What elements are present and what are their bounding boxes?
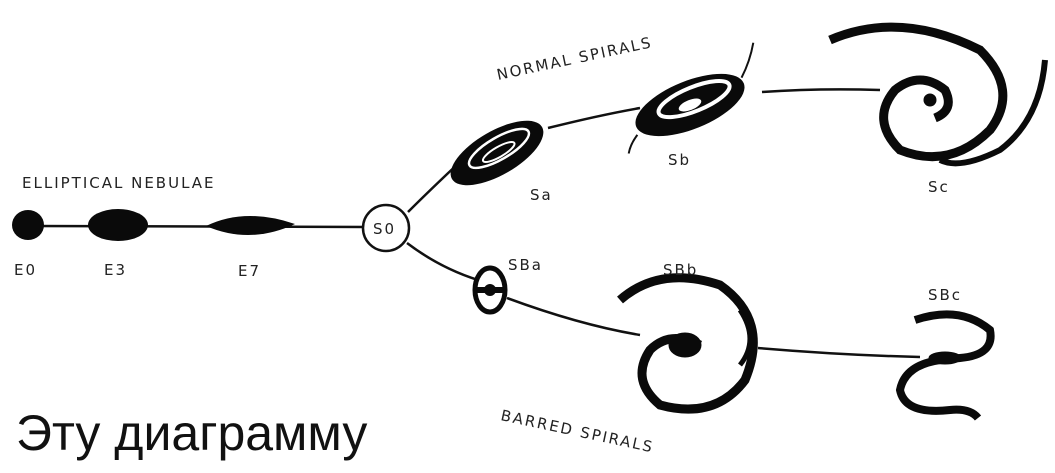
- connector-lines: [30, 89, 920, 357]
- elliptical-nebulae-title: ELLIPTICAL NEBULAE: [22, 174, 216, 192]
- sa-galaxy-shape: [441, 108, 553, 198]
- s0-label: S0: [373, 220, 396, 238]
- e7-galaxy-shape: [206, 216, 295, 235]
- sb-galaxy-shape: [608, 43, 775, 156]
- sba-label: SBa: [508, 256, 543, 274]
- sb-label: Sb: [668, 151, 691, 169]
- sbb-label: SBb: [663, 261, 698, 279]
- sc-galaxy-shape: [830, 27, 1045, 163]
- caption-text: Эту диаграмму: [16, 408, 367, 458]
- sbb-galaxy-shape: [620, 278, 753, 409]
- e3-galaxy-shape: [88, 209, 148, 241]
- sa-label: Sa: [530, 186, 553, 204]
- e7-label: E7: [238, 262, 261, 280]
- barred-spirals-title: BARRED SPIRALS: [499, 406, 655, 456]
- sc-label: Sc: [928, 178, 950, 196]
- e3-label: E3: [104, 261, 127, 279]
- sbc-galaxy-shape: [900, 314, 991, 418]
- sbc-label: SBc: [928, 286, 962, 304]
- sba-galaxy-shape: [474, 268, 506, 312]
- normal-spirals-title: NORMAL SPIRALS: [495, 33, 654, 84]
- e0-galaxy-shape: [12, 210, 44, 240]
- e0-label: E0: [14, 261, 37, 279]
